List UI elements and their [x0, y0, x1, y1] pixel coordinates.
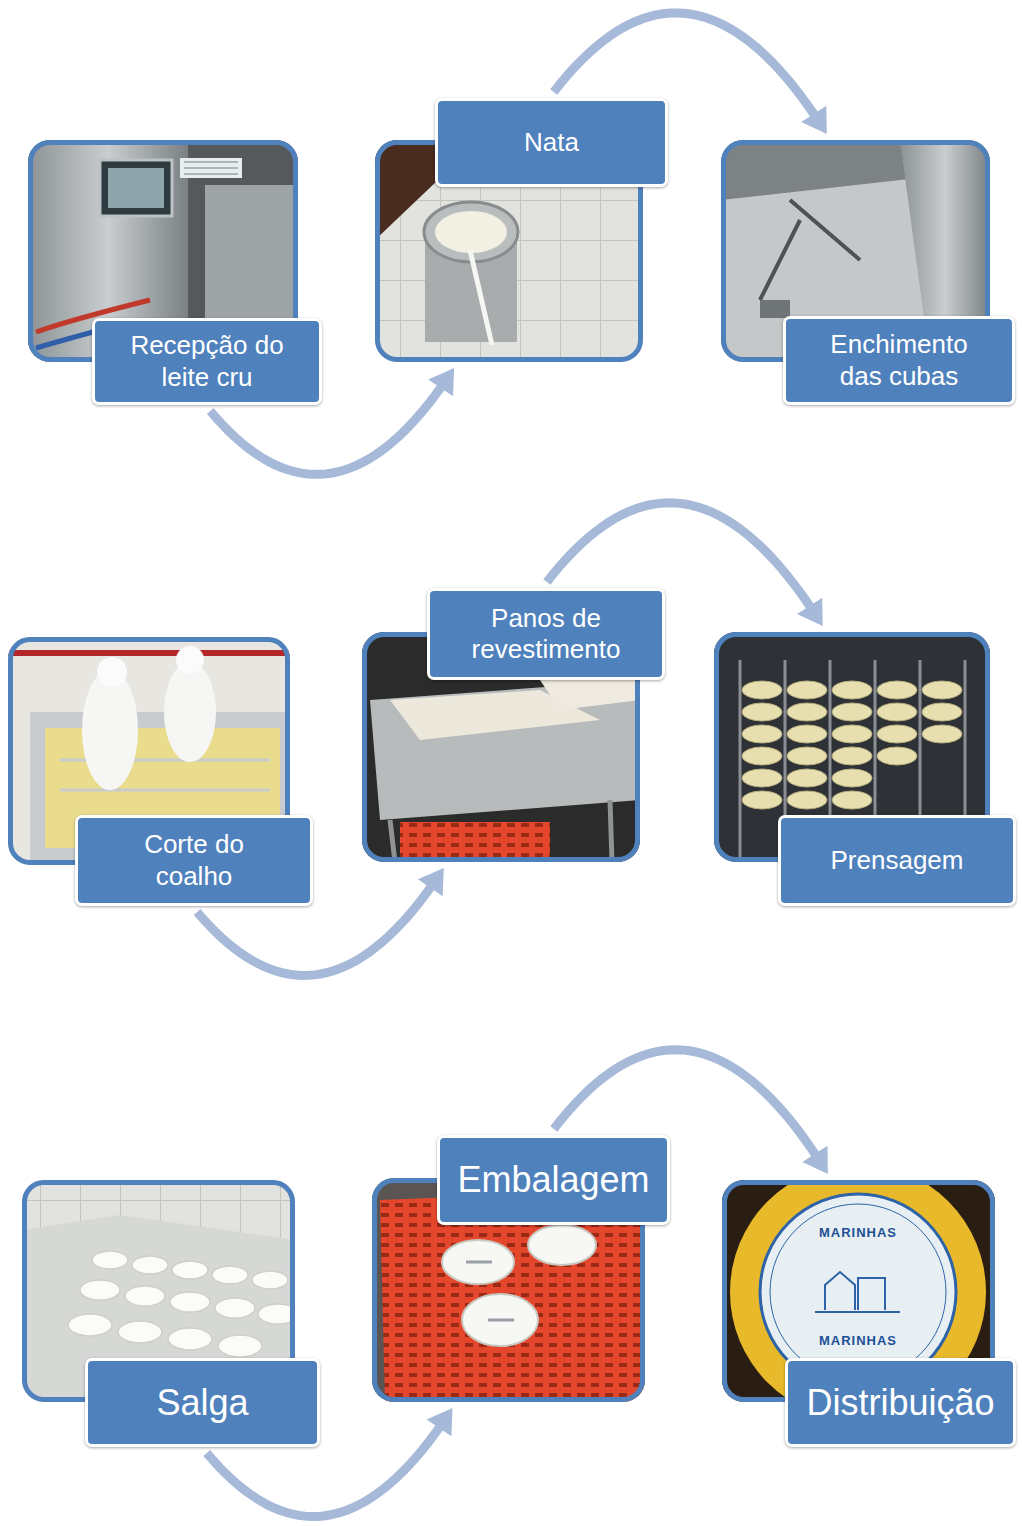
- step-label-box: Distribuição: [785, 1358, 1016, 1447]
- process-step-box: Corte do coalho: [8, 637, 290, 865]
- step-label-box: Embalagem: [437, 1135, 670, 1225]
- step-label: Embalagem: [457, 1158, 649, 1201]
- process-step-box: Nata: [375, 140, 643, 362]
- arrow-head: [801, 106, 827, 134]
- step-label: Prensagem: [831, 845, 964, 876]
- process-step-box: Panos de revestimento: [362, 632, 640, 862]
- step-label: Nata: [524, 127, 579, 158]
- step-label-box: Panos de revestimento: [427, 588, 665, 680]
- step-label: Distribuição: [806, 1381, 994, 1424]
- arrow-head: [802, 1146, 828, 1174]
- cheese-brand-text: MARINHAS: [817, 1333, 899, 1348]
- step-label-box: Salga: [85, 1358, 320, 1447]
- step-label-box: Corte do coalho: [75, 815, 313, 906]
- process-step-box: Distribuição: [722, 1180, 995, 1402]
- process-step-box: Salga: [22, 1180, 295, 1402]
- step-label: Panos de revestimento: [456, 603, 636, 665]
- process-step-box: Embalagem: [372, 1178, 645, 1402]
- step-label: Enchimento das cubas: [813, 329, 985, 391]
- process-step-box: Recepção do leite cru: [28, 140, 298, 362]
- step-label-box: Prensagem: [778, 815, 1016, 906]
- cheese-brand-text: MARINHAS: [817, 1225, 899, 1240]
- arrow-head: [418, 868, 444, 896]
- process-step-box: Enchimento das cubas: [721, 140, 990, 362]
- arrow-head: [797, 598, 823, 626]
- step-label-box: Recepção do leite cru: [92, 318, 322, 405]
- step-label-box: Enchimento das cubas: [783, 316, 1015, 405]
- step-label-box: Nata: [435, 98, 668, 187]
- process-step-box: Prensagem: [714, 632, 990, 862]
- arrow-head: [428, 368, 454, 396]
- step-label: Recepção do leite cru: [121, 330, 293, 392]
- arrow-head: [427, 1408, 453, 1436]
- step-label: Corte do coalho: [108, 829, 280, 891]
- step-label: Salga: [156, 1381, 248, 1424]
